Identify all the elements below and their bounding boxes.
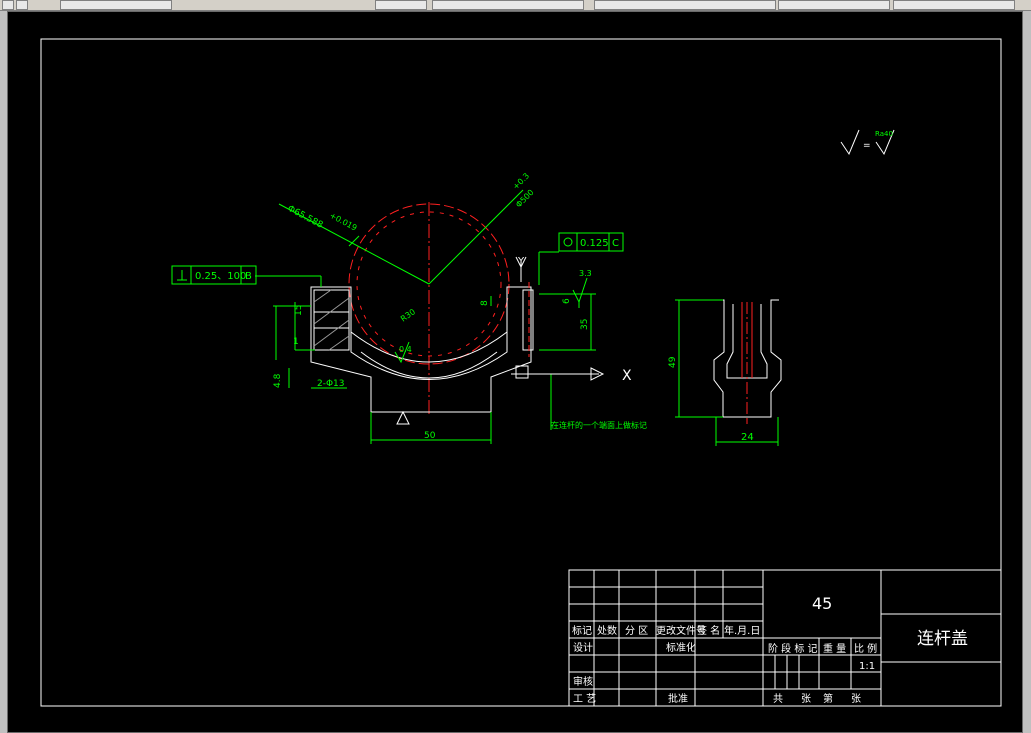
toolbar-dropdown[interactable]: [594, 0, 776, 10]
perp-datum-label: B: [245, 271, 252, 282]
side-dimensions: [675, 299, 779, 446]
d33-label: 3.3: [579, 269, 592, 278]
right-lug: [522, 289, 534, 351]
toolbar-button[interactable]: [375, 0, 427, 10]
d6-label: 6: [562, 298, 572, 304]
front-view: [310, 202, 534, 417]
design-label: 设计: [573, 641, 593, 654]
header-zone: 分 区: [625, 625, 648, 637]
approve-label: 批准: [668, 692, 688, 705]
toolbar-button[interactable]: [60, 0, 172, 10]
d8-label: 8: [480, 300, 490, 306]
stage-mark-label: 阶 段 标 记: [768, 642, 818, 655]
drawing-svg: Φ65.588 +0.019 +0.3 Φ500 R30 15 1 4.8 2-…: [40, 38, 1002, 707]
equals-sign: =: [863, 141, 871, 151]
toolbar-dropdown[interactable]: [778, 0, 890, 10]
front-dimensions: [255, 189, 596, 444]
d04-label: 0.4: [399, 345, 412, 354]
standardize-label: 标准化: [666, 641, 696, 654]
total-label: 共: [773, 693, 783, 705]
header-count: 处数: [597, 624, 617, 637]
sheet-word: 张: [801, 693, 811, 705]
d24-label: 24: [741, 432, 754, 443]
bore-circle: [348, 203, 510, 365]
toolbar-dropdown[interactable]: [432, 0, 584, 10]
toolbar-button[interactable]: [16, 0, 28, 10]
page-word: 张: [851, 693, 861, 705]
header-file: 更改文件号: [656, 624, 706, 637]
toolbar-dropdown[interactable]: [893, 0, 1015, 10]
title-block-text: 45 连杆盖 标记 处数 分 区 更改文件号 签 名 年.月.日 设计 标准化 …: [572, 594, 968, 705]
header-mark: 标记: [572, 625, 592, 637]
cad-toolbar: [0, 0, 1031, 11]
position-frame: 0.125 C: [558, 232, 624, 252]
drawing-border: [40, 38, 1002, 707]
title-block: [568, 569, 1002, 707]
toolbar-button[interactable]: [2, 0, 14, 10]
axis-x-label: X: [622, 368, 632, 384]
d15-label: 15: [294, 305, 304, 316]
scale-value: 1:1: [859, 661, 875, 672]
review-label: 审核: [573, 675, 593, 688]
axis-arrows: [396, 256, 605, 425]
side-view: [713, 299, 782, 424]
r30-label: R30: [399, 307, 417, 323]
bore-tol-label: +0.019: [328, 211, 358, 233]
d35-label: 35: [580, 319, 590, 330]
page-label: 第: [823, 692, 833, 705]
bore-dia-label: Φ65.588: [286, 204, 325, 231]
material-label: 45: [812, 594, 832, 613]
d2hole-label: 2-Φ13: [317, 379, 345, 389]
pos-datum-label: C: [612, 238, 619, 249]
drawing-canvas[interactable]: Φ65.588 +0.019 +0.3 Φ500 R30 15 1 4.8 2-…: [7, 11, 1023, 733]
d1-label: 1: [293, 337, 299, 347]
perp-tol-label: 0.25、100: [195, 271, 246, 282]
header-date: 年.月.日: [724, 624, 760, 637]
weight-label: 重 量: [823, 642, 846, 655]
axis-y-label: Y: [517, 256, 525, 267]
roughness-symbols: = Ra40: [394, 129, 895, 364]
header-sign: 签 名: [697, 624, 720, 637]
roughness-top-label: Ra40: [875, 130, 893, 138]
process-label: 工 艺: [573, 693, 596, 705]
note-label: 在连杆的一个端面上做标记: [551, 420, 647, 430]
body-outline: [310, 286, 532, 413]
d49-label: 49: [668, 356, 678, 368]
d50-label: 50: [424, 431, 436, 441]
part-name-label: 连杆盖: [917, 629, 968, 649]
ratio-label: 比 例: [854, 642, 877, 655]
shell-arc: [360, 351, 498, 379]
d48-label: 4.8: [273, 373, 283, 388]
pos-tol-label: 0.125: [580, 238, 609, 249]
perpendicularity-frame: 0.25、100 B: [171, 265, 257, 285]
side-outline: [713, 299, 782, 418]
inner-arc: [350, 331, 508, 363]
left-lug-section: [313, 289, 350, 351]
